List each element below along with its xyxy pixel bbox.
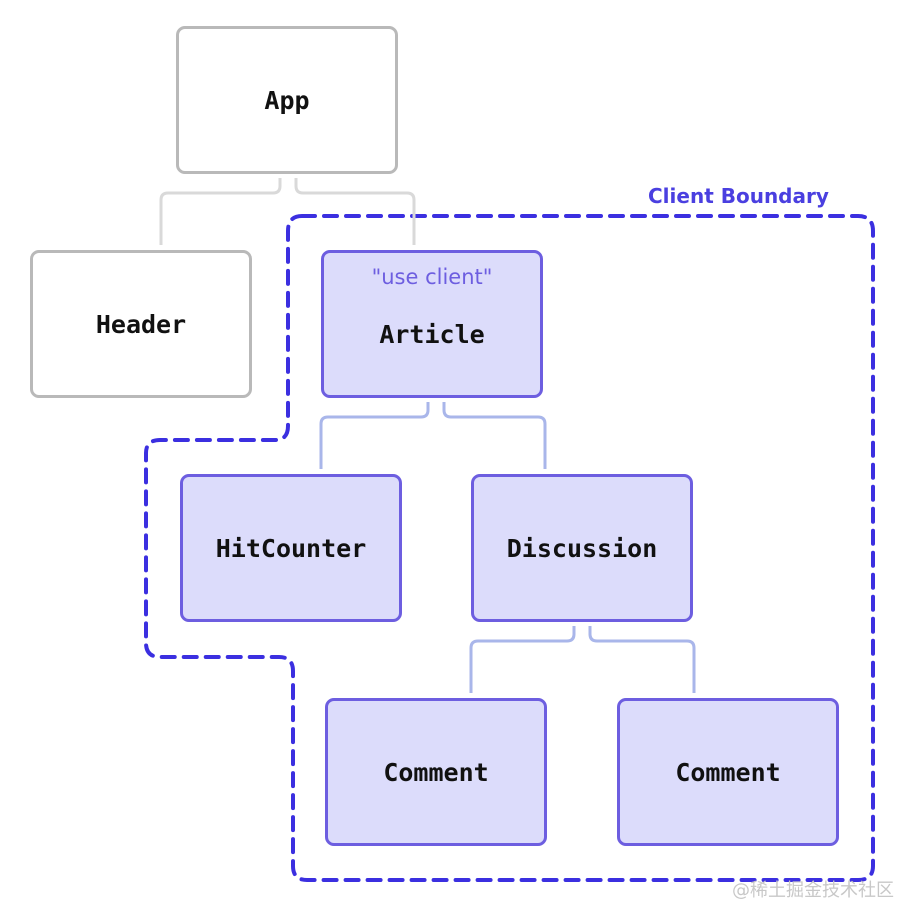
node-discussion: Discussion xyxy=(471,474,693,622)
node-app: App xyxy=(176,26,398,174)
node-discussion-label: Discussion xyxy=(506,533,658,563)
node-header-label: Header xyxy=(95,309,187,339)
node-comment-1: Comment xyxy=(325,698,547,846)
watermark-text: @稀土掘金技术社区 xyxy=(732,880,894,901)
edge-app-header xyxy=(159,178,282,245)
node-app-label: App xyxy=(264,85,310,115)
node-comment-2: Comment xyxy=(617,698,839,846)
node-comment-2-label: Comment xyxy=(675,757,781,787)
node-hitcounter: HitCounter xyxy=(180,474,402,622)
edge-discussion-comment-2 xyxy=(588,626,696,693)
node-comment-1-label: Comment xyxy=(383,757,489,787)
node-article-label: Article xyxy=(379,319,485,349)
node-article: "use client" Article xyxy=(321,250,543,398)
edge-discussion-comment-1 xyxy=(469,626,576,693)
node-header: Header xyxy=(30,250,252,398)
client-boundary-outline xyxy=(144,214,875,882)
client-boundary-label: Client Boundary xyxy=(648,184,829,208)
edge-article-hitcounter xyxy=(319,402,430,469)
node-hitcounter-label: HitCounter xyxy=(215,533,367,563)
edge-app-article xyxy=(294,178,416,245)
use-client-directive: "use client" xyxy=(371,265,493,289)
edge-article-discussion xyxy=(442,402,547,469)
